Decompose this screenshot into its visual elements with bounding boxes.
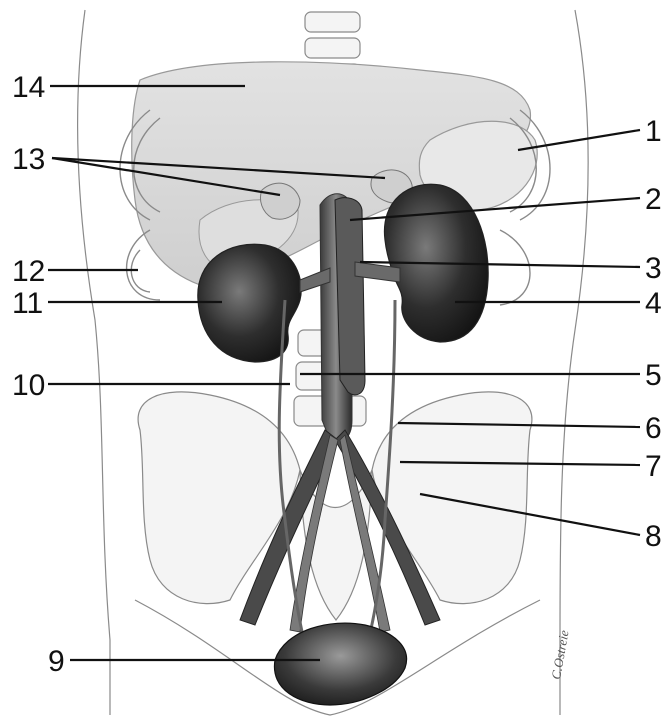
label-12: 12 [12, 255, 45, 288]
label-7: 7 [645, 450, 662, 483]
bladder [274, 623, 406, 705]
label-8: 8 [645, 520, 662, 553]
label-14: 14 [12, 71, 45, 104]
label-13: 13 [12, 143, 45, 176]
label-11: 11 [12, 287, 43, 320]
label-9: 9 [48, 645, 65, 678]
label-5: 5 [645, 359, 662, 392]
label-4: 4 [645, 287, 662, 320]
label-1: 1 [645, 115, 662, 148]
label-2: 2 [645, 183, 662, 216]
label-6: 6 [645, 412, 662, 445]
leader-1 [518, 130, 640, 150]
label-10: 10 [12, 369, 45, 402]
label-3: 3 [645, 252, 662, 285]
artist-signature: C.Ostreie [548, 629, 571, 681]
